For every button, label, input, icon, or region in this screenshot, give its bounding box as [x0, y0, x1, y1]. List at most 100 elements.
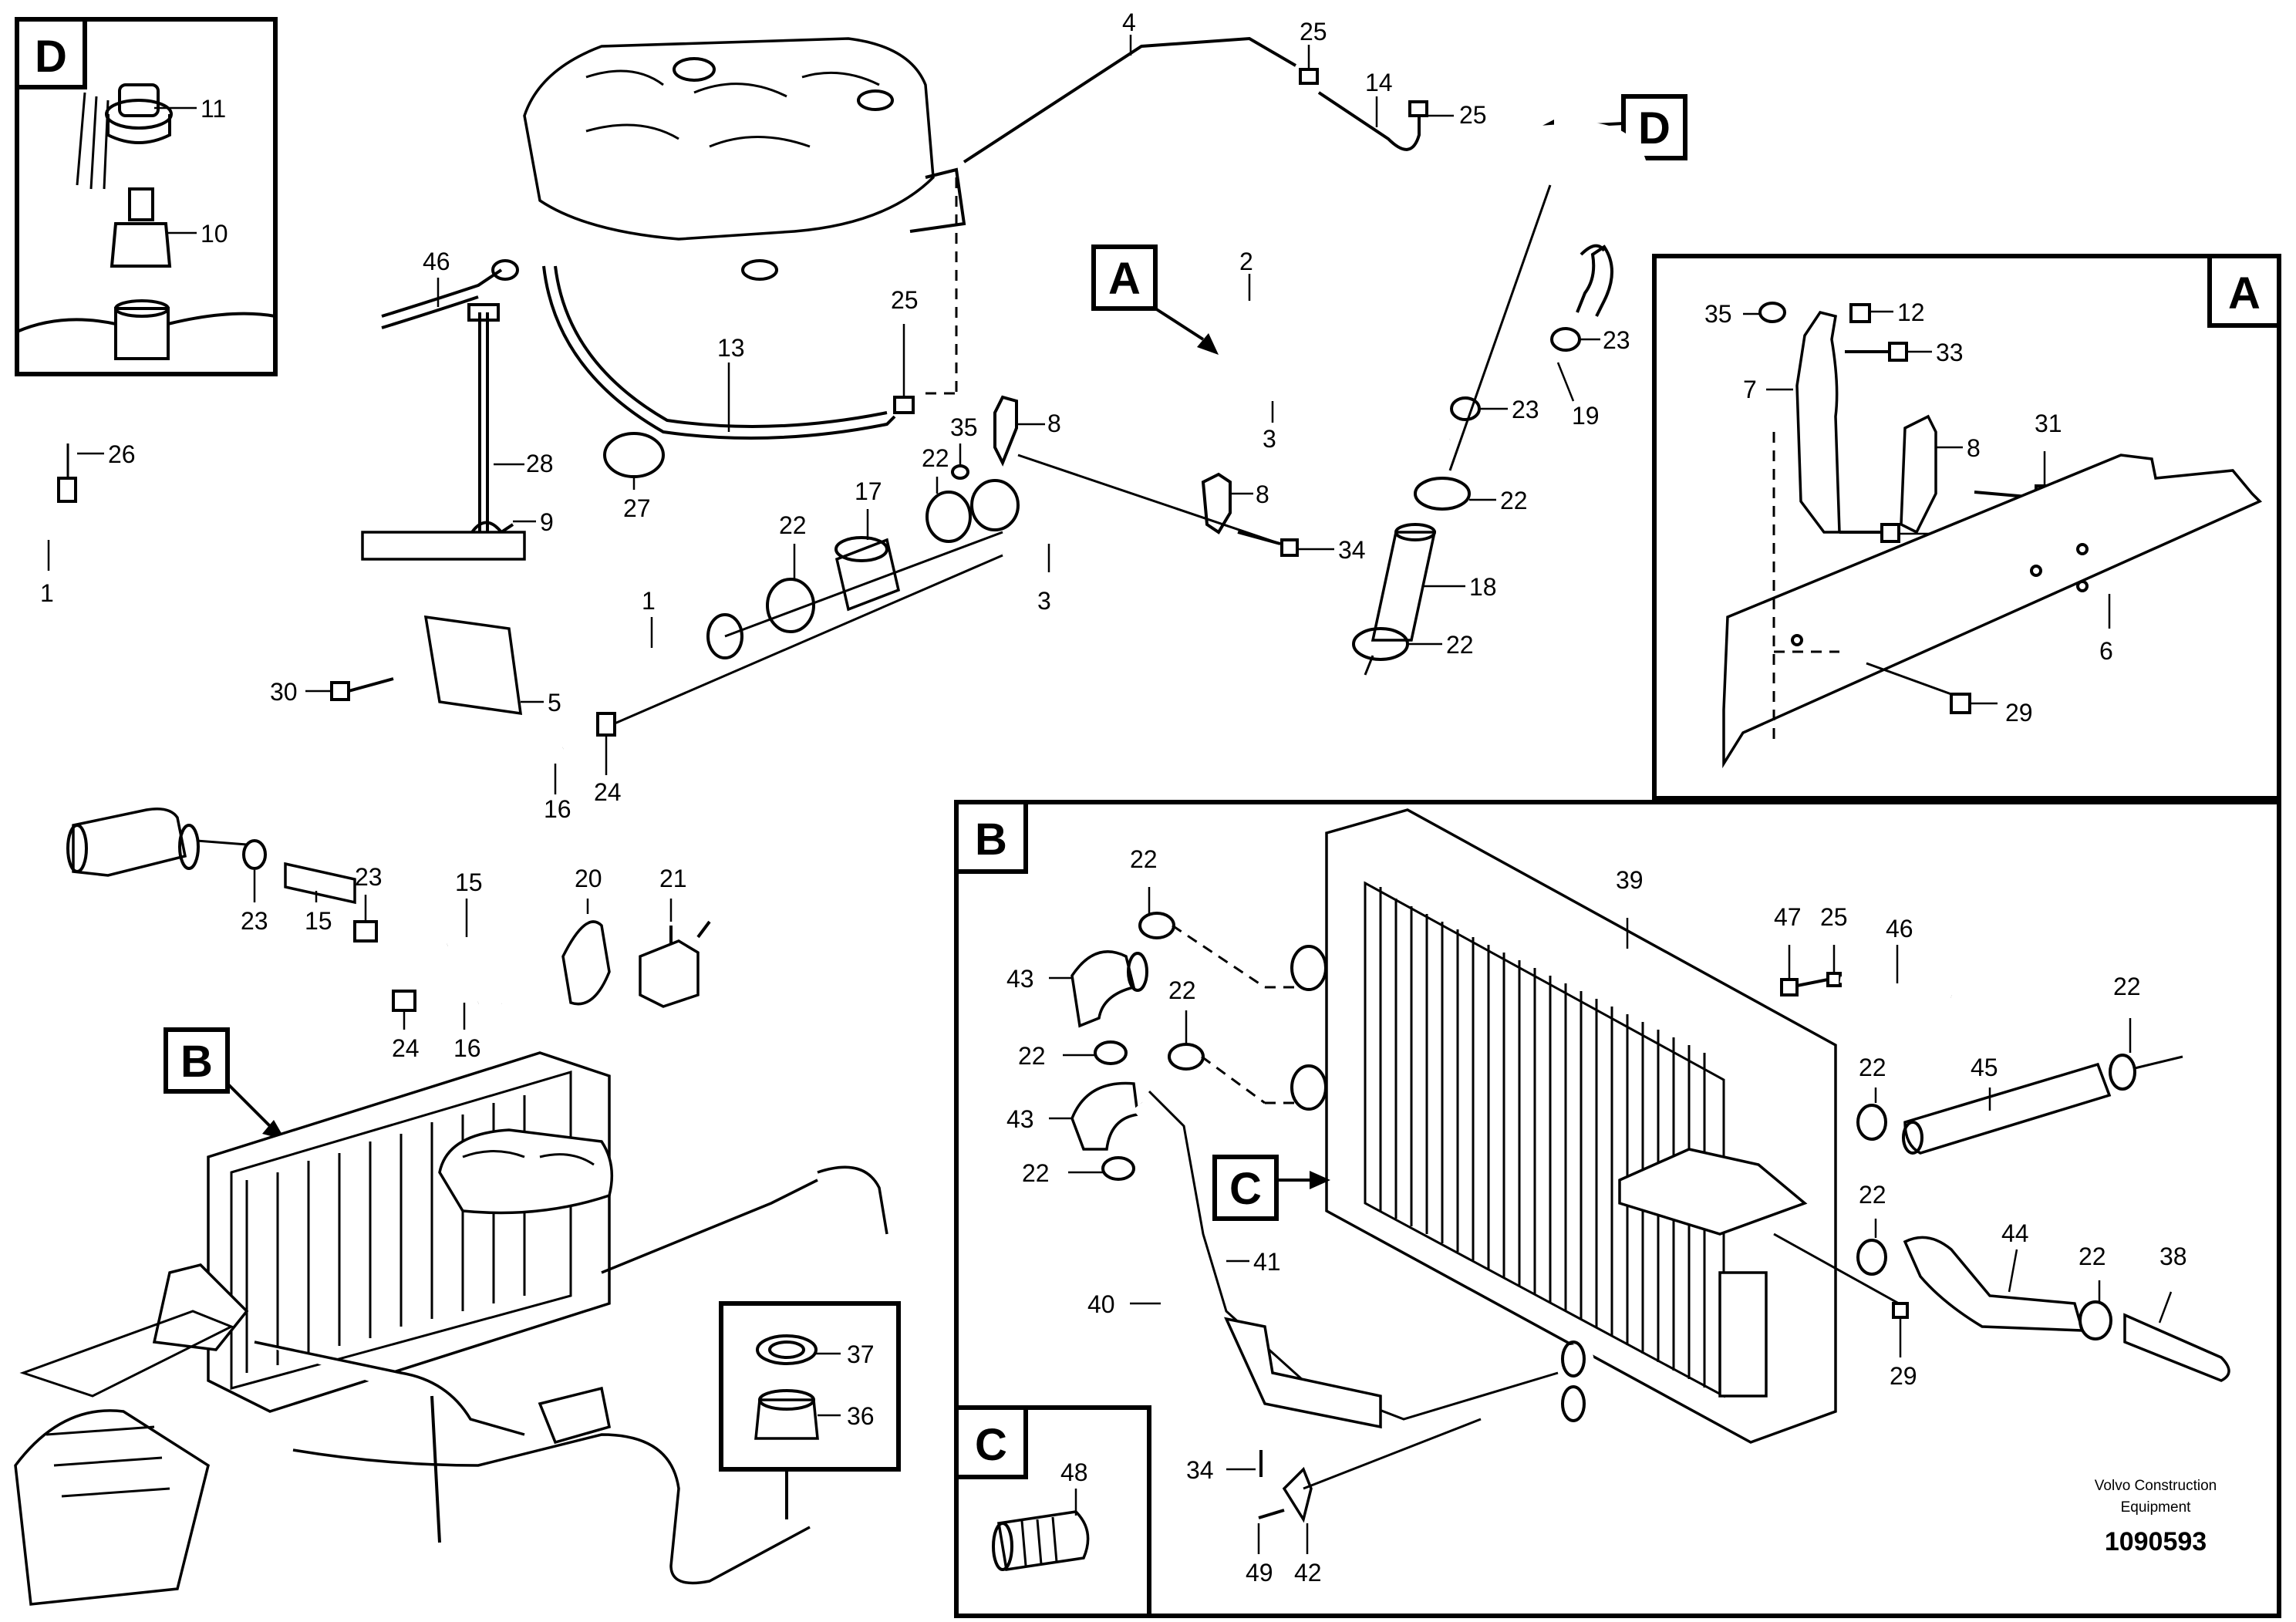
- label-40: 40: [1087, 1290, 1115, 1318]
- clamp-22-b4: [1101, 1156, 1135, 1181]
- label-43-lower: 43: [1006, 1105, 1034, 1133]
- label-22-b5: 22: [1859, 1054, 1886, 1081]
- clamp-22-b6: [2109, 1054, 2136, 1091]
- hose-18: [1371, 531, 1437, 642]
- label-2: 2: [1239, 248, 1253, 275]
- label-3-bottom: 3: [1037, 587, 1051, 615]
- label-49: 49: [1246, 1559, 1273, 1587]
- hose-45: [1903, 1062, 2112, 1155]
- footer-brand-line2: Equipment: [2121, 1499, 2192, 1516]
- clip-23-mid: [353, 920, 378, 943]
- panel-d-letter: D: [35, 32, 67, 82]
- label-28: 28: [526, 450, 554, 477]
- label-48: 48: [1060, 1458, 1088, 1486]
- label-35-upper: 35: [950, 413, 978, 441]
- callout-a: [1091, 244, 1158, 311]
- clip-25-mid: [893, 396, 915, 414]
- label-19: 19: [1572, 402, 1600, 430]
- label-4: 4: [1122, 8, 1136, 36]
- label-23-mid: 23: [355, 863, 383, 891]
- label-44: 44: [2001, 1219, 2029, 1247]
- footer-drawing-number: 1090593: [2105, 1527, 2207, 1556]
- callout-c: [1212, 1155, 1279, 1221]
- pipe-1: [22, 488, 734, 690]
- label-27: 27: [623, 494, 651, 522]
- pipe-2: [963, 122, 1649, 518]
- panel-a-letter: A: [2228, 268, 2261, 319]
- hose-43-upper: [1070, 950, 1136, 1028]
- label-35-a: 35: [1704, 300, 1732, 328]
- bolt-29-b: [1892, 1302, 1909, 1319]
- bracket-8-upper: [993, 395, 1018, 467]
- label-25-right: 25: [1459, 101, 1487, 129]
- panel-c: C 48: [954, 1405, 1151, 1618]
- label-22-b7: 22: [1859, 1181, 1886, 1209]
- callout-b: [164, 1027, 230, 1094]
- washer-35-detail: [1758, 302, 1786, 323]
- clip-25-top: [1299, 68, 1319, 85]
- nipple-48: [996, 1510, 1090, 1571]
- clamp-22-center-right: [925, 491, 972, 543]
- hose-19: [1461, 338, 1563, 430]
- label-17: 17: [855, 477, 882, 505]
- clamp-22-b8: [2079, 1300, 2112, 1340]
- label-6: 6: [2099, 637, 2113, 665]
- label-25-b: 25: [1820, 903, 1848, 931]
- label-30: 30: [270, 678, 298, 706]
- label-22-b6: 22: [2113, 973, 2141, 1000]
- label-22-c2: 22: [779, 511, 807, 539]
- label-24-low: 24: [392, 1034, 420, 1062]
- clip-24-low: [392, 990, 416, 1012]
- panel-seal-inset: 37 36: [719, 1301, 901, 1519]
- label-43-upper: 43: [1006, 965, 1034, 993]
- label-22-b8: 22: [2079, 1243, 2106, 1270]
- label-42: 42: [1294, 1559, 1322, 1587]
- hose-16-long: [408, 740, 566, 1015]
- clip-25-right: [1408, 100, 1428, 117]
- callout-b-letter: B: [180, 1037, 213, 1087]
- clip-24-top: [596, 712, 616, 737]
- label-34-b: 34: [1186, 1456, 1214, 1484]
- label-1-mid: 1: [642, 587, 656, 615]
- clamp-22-b5: [1856, 1104, 1887, 1141]
- bracket-8-detail: [1900, 414, 1937, 534]
- fitting-36: [754, 1398, 819, 1440]
- label-46-top: 46: [423, 248, 450, 275]
- plate-5: [423, 615, 523, 716]
- label-13: 13: [717, 334, 745, 362]
- label-34-top: 34: [1338, 536, 1366, 564]
- hose-13: [542, 265, 896, 440]
- hose-43-lower: [1070, 1081, 1139, 1151]
- label-29-b: 29: [1890, 1362, 1917, 1390]
- clamp-22-center-left: [766, 578, 815, 633]
- label-15-left: 15: [305, 907, 332, 935]
- label-22-r1: 22: [1500, 487, 1528, 514]
- label-22-b4: 22: [1022, 1159, 1050, 1187]
- bolt-30: [330, 681, 350, 701]
- clamp-23-left: [242, 839, 267, 870]
- label-22-c1: 22: [922, 444, 949, 472]
- clamp-22-upper-right: [1414, 477, 1471, 511]
- expansion-tank: [523, 37, 966, 281]
- panel-b: B 39 22 43 22 22 43 22: [954, 800, 2281, 1618]
- hose-20: [561, 920, 611, 1006]
- bolt-29-detail: [1950, 693, 1971, 714]
- callout-d: [1621, 94, 1687, 160]
- label-37: 37: [847, 1340, 875, 1368]
- label-15-right: 15: [455, 868, 483, 896]
- clip-42: [1282, 1466, 1313, 1523]
- label-5: 5: [548, 689, 561, 717]
- panel-c-letter: C: [975, 1420, 1007, 1470]
- label-23-upper: 23: [1603, 326, 1630, 354]
- panel-b-letter: B: [975, 814, 1007, 865]
- clamp-27: [603, 432, 665, 478]
- clamp-22-b7: [1856, 1239, 1887, 1276]
- bolt-32: [1880, 523, 1900, 543]
- label-46-b: 46: [1886, 915, 1913, 943]
- label-45: 45: [1971, 1054, 1998, 1081]
- pipe-3: [1000, 327, 1453, 561]
- footer-brand-line1: Volvo Construction: [2095, 1478, 2217, 1494]
- hose-38: [2123, 1313, 2230, 1382]
- label-31: 31: [2035, 410, 2062, 437]
